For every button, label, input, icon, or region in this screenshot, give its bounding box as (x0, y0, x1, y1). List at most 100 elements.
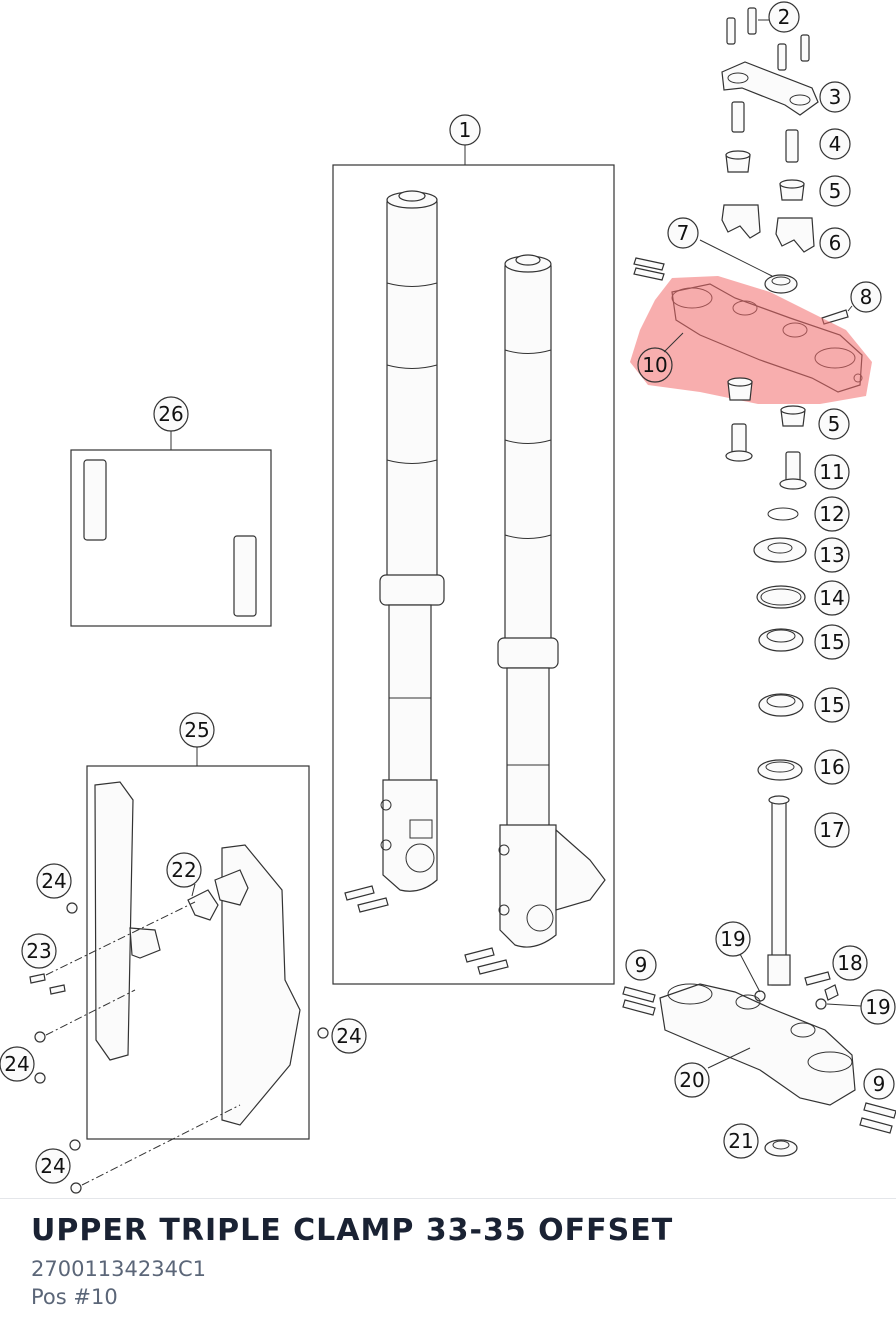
part-info-footer: UPPER TRIPLE CLAMP 33-35 OFFSET 27001134… (0, 1198, 896, 1336)
callout-5-lower[interactable]: 5 (818, 408, 850, 440)
callout-21[interactable]: 21 (723, 1123, 759, 1159)
highlight-overlay (630, 276, 872, 404)
svg-text:19: 19 (720, 927, 745, 951)
callout-14[interactable]: 14 (814, 580, 850, 616)
svg-text:12: 12 (819, 502, 844, 526)
svg-text:16: 16 (819, 755, 844, 779)
svg-text:24: 24 (336, 1024, 361, 1048)
svg-text:20: 20 (679, 1068, 704, 1092)
callout-6[interactable]: 6 (819, 227, 851, 259)
o-ring[interactable] (767, 507, 799, 521)
svg-text:15: 15 (819, 630, 844, 654)
svg-text:9: 9 (635, 953, 648, 977)
steering-cap[interactable] (764, 274, 798, 294)
svg-text:17: 17 (819, 818, 844, 842)
callout-8[interactable]: 8 (850, 281, 882, 313)
svg-text:22: 22 (171, 858, 196, 882)
svg-text:15: 15 (819, 693, 844, 717)
clamp-studs[interactable] (731, 101, 799, 163)
fork-guard-left[interactable] (94, 781, 161, 1061)
svg-text:21: 21 (728, 1129, 753, 1153)
lower-dust-seal[interactable] (757, 759, 803, 781)
callout-24-c[interactable]: 24 (0, 1046, 35, 1082)
protector-pads[interactable] (83, 459, 257, 617)
fork-guard-right[interactable] (221, 844, 301, 1126)
fork-axle-bolts-right[interactable] (464, 947, 509, 975)
svg-text:23: 23 (26, 939, 51, 963)
svg-text:8: 8 (860, 285, 873, 309)
callout-13[interactable]: 13 (814, 537, 850, 573)
svg-text:13: 13 (819, 543, 844, 567)
callout-22[interactable]: 22 (166, 852, 202, 888)
callout-17[interactable]: 17 (814, 812, 850, 848)
svg-text:6: 6 (829, 231, 842, 255)
triple-clamp-bolts-upper[interactable] (633, 257, 665, 281)
svg-text:2: 2 (778, 5, 791, 29)
triple-clamp-bolts-lower-left[interactable] (622, 986, 656, 1016)
part-position: Pos #10 (31, 1285, 118, 1309)
svg-text:5: 5 (829, 179, 842, 203)
cable-guide[interactable] (187, 869, 249, 921)
callout-20[interactable]: 20 (674, 1062, 710, 1098)
callout-2[interactable]: 2 (768, 1, 800, 33)
part-title: UPPER TRIPLE CLAMP 33-35 OFFSET (31, 1213, 674, 1248)
callout-5-upper[interactable]: 5 (819, 175, 851, 207)
handlebar-clamp-lower[interactable] (721, 204, 815, 253)
svg-text:5: 5 (828, 412, 841, 436)
svg-text:9: 9 (873, 1072, 886, 1096)
callout-4[interactable]: 4 (819, 128, 851, 160)
callout-24-b[interactable]: 24 (331, 1018, 367, 1054)
callout-1[interactable]: 1 (449, 114, 481, 146)
steering-bearing-lower[interactable] (758, 693, 804, 717)
exploded-parts-diagram: 1 2 3 4 5 6 7 8 10 5 11 12 13 14 15 15 1… (0, 1, 896, 1194)
lower-triple-clamp[interactable] (659, 983, 856, 1106)
svg-text:14: 14 (819, 586, 844, 610)
svg-text:19: 19 (865, 995, 890, 1019)
part-number: 27001134234C1 (31, 1257, 206, 1281)
callout-7[interactable]: 7 (667, 217, 699, 249)
callout-19-right[interactable]: 19 (860, 989, 896, 1025)
steering-stem[interactable] (767, 795, 791, 986)
callout-26[interactable]: 26 (153, 396, 189, 432)
fork-leg-left[interactable] (379, 190, 445, 892)
triple-clamp-bolts-lower-right[interactable] (859, 1102, 896, 1134)
callout-16[interactable]: 16 (814, 749, 850, 785)
fork-group-frame (332, 164, 615, 985)
svg-text:24: 24 (4, 1052, 29, 1076)
handlebar-clamp-top[interactable] (721, 61, 819, 116)
svg-text:1: 1 (459, 118, 472, 142)
callout-3[interactable]: 3 (819, 81, 851, 113)
fork-axle-bolts-left[interactable] (344, 885, 389, 913)
rubber-bushings-lower[interactable] (727, 377, 806, 427)
callout-18[interactable]: 18 (832, 945, 868, 981)
callout-10[interactable]: 10 (637, 347, 673, 383)
callout-24-a[interactable]: 24 (36, 863, 72, 899)
callout-9-left[interactable]: 9 (625, 949, 657, 981)
callout-9-right[interactable]: 9 (863, 1068, 895, 1100)
callout-15-upper[interactable]: 15 (814, 624, 850, 660)
callout-15-lower[interactable]: 15 (814, 687, 850, 723)
guard-screws[interactable] (29, 902, 329, 1194)
callout-12[interactable]: 12 (814, 496, 850, 532)
svg-text:3: 3 (829, 85, 842, 109)
svg-text:11: 11 (819, 460, 844, 484)
svg-text:25: 25 (184, 718, 209, 742)
svg-text:24: 24 (41, 869, 66, 893)
callout-24-d[interactable]: 24 (35, 1148, 71, 1184)
svg-text:4: 4 (829, 132, 842, 156)
callout-25[interactable]: 25 (179, 712, 215, 748)
callout-19-top[interactable]: 19 (715, 921, 751, 957)
fork-leg-right[interactable] (497, 254, 606, 948)
rubber-bushings-upper[interactable] (725, 150, 805, 201)
stem-nut-cap[interactable] (764, 1139, 798, 1157)
fork-guard-frame (86, 765, 310, 1140)
callout-11[interactable]: 11 (814, 454, 850, 490)
clamp-mount-studs[interactable] (725, 423, 807, 490)
dust-seal-washer[interactable] (753, 537, 807, 563)
svg-text:10: 10 (642, 353, 667, 377)
handlebar-clamp-bolts[interactable] (726, 7, 810, 71)
callout-23[interactable]: 23 (21, 933, 57, 969)
steering-bearing-upper[interactable] (758, 628, 804, 652)
callout-labels: 1 2 3 4 5 6 7 8 10 5 11 12 13 14 15 15 1… (0, 1, 896, 1184)
bearing-seal-ring[interactable] (756, 585, 806, 609)
